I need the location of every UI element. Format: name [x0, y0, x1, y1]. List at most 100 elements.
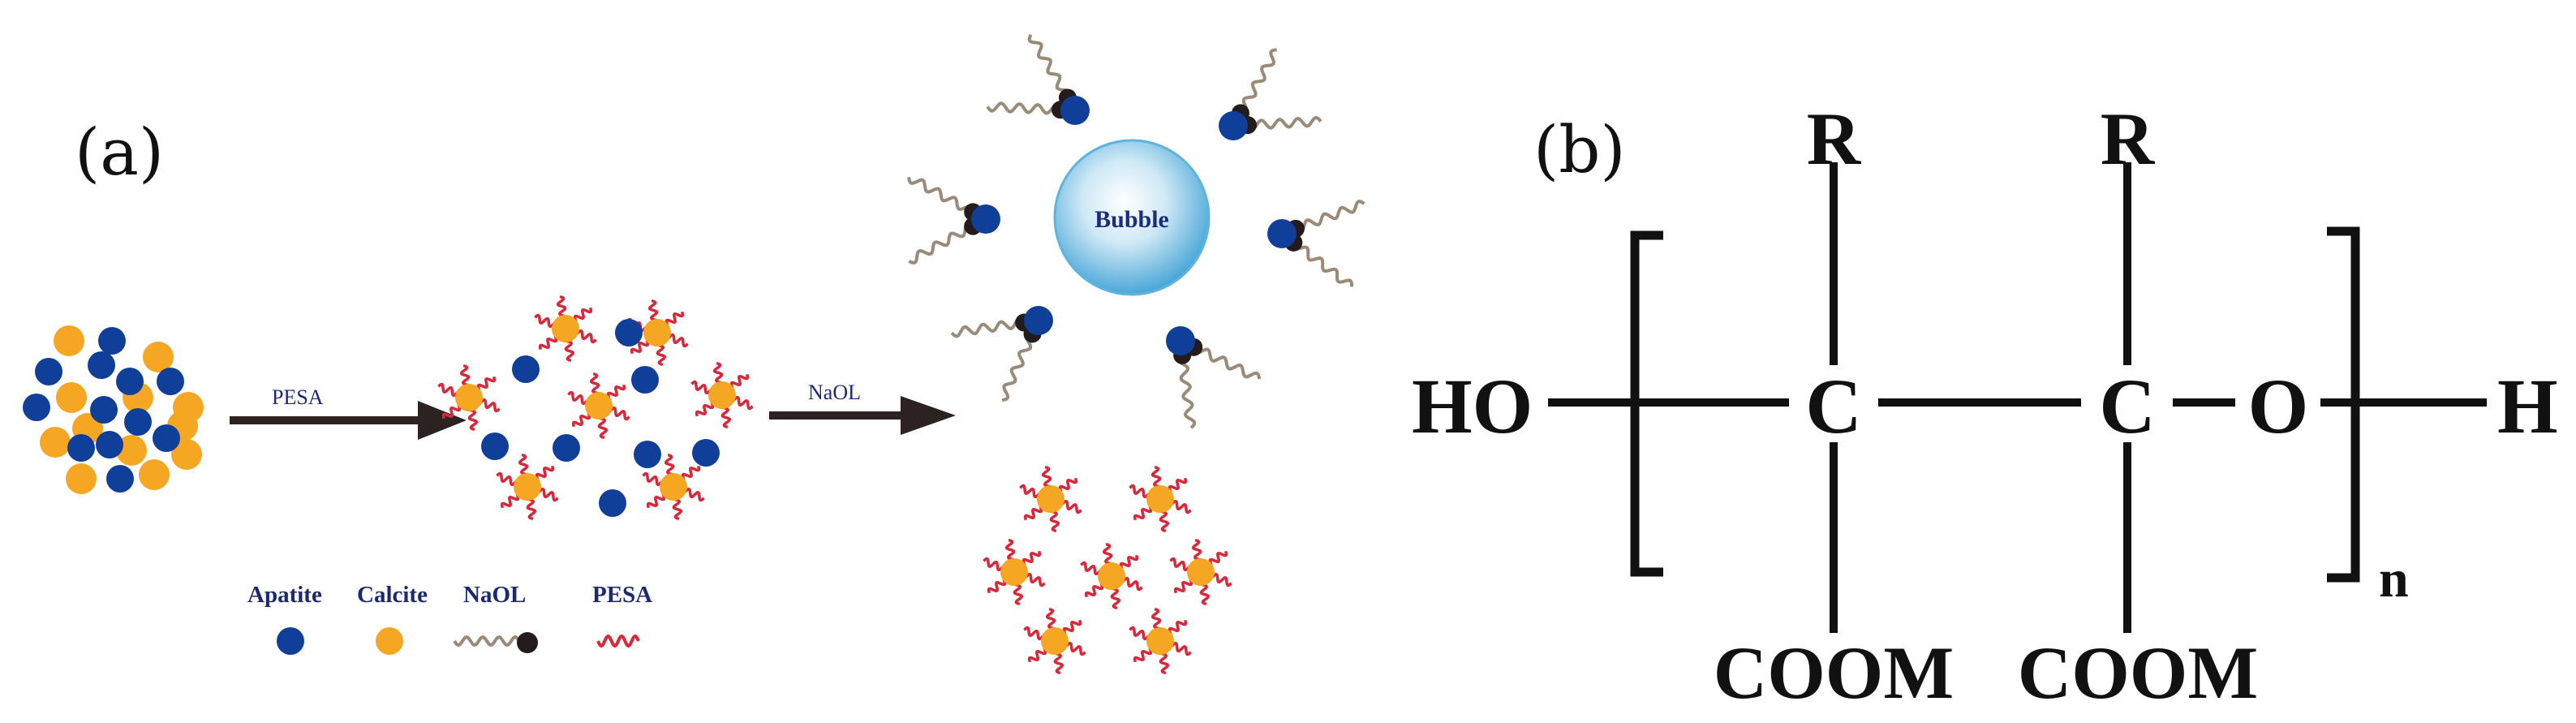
- bubble-label: Bubble: [1094, 206, 1169, 233]
- pesa-coated-calcite: [626, 299, 689, 367]
- legend-pesa-marker: [596, 634, 640, 648]
- pesa-coated-calcite: [1023, 607, 1086, 675]
- atom-c2: C: [2099, 363, 2155, 450]
- calcite-particle: [116, 435, 147, 466]
- calcite-particle: [1146, 485, 1174, 513]
- naol-molecule: [986, 101, 1070, 119]
- right-bracket: [2327, 226, 2360, 583]
- naol-molecule: [950, 313, 1034, 338]
- group-coom2: COOM: [2018, 631, 2258, 714]
- naol-tail: [1001, 332, 1033, 402]
- panel-a-label: (a): [75, 114, 164, 190]
- apatite-particle: [96, 431, 123, 458]
- apatite-particle: [971, 204, 1000, 234]
- pesa-coated-calcite: [1129, 607, 1192, 675]
- pesa-coated-calcite: [642, 453, 705, 521]
- structure-bonds: [1548, 162, 2487, 633]
- apatite-particle: [634, 441, 661, 468]
- pesa-chain: [596, 634, 640, 648]
- apatite-particle: [67, 434, 95, 462]
- apatite-particle: [90, 396, 118, 424]
- apatite-particle: [512, 355, 540, 383]
- calcite-particle: [54, 325, 84, 356]
- calcite-particle: [143, 342, 174, 372]
- calcite-particle: [552, 315, 579, 342]
- legend-apatite-label: Apatite: [247, 582, 322, 608]
- apatite-particle: [124, 408, 152, 436]
- mixed-mineral-cluster: [23, 325, 204, 494]
- naol-tail: [907, 177, 975, 213]
- arrow-pesa-label: PESA: [272, 385, 324, 409]
- legend-calcite-label: Calcite: [357, 582, 428, 608]
- atom-ho: HO: [1412, 363, 1533, 450]
- air-bubble: [1053, 139, 1211, 296]
- apatite-particle: [23, 394, 50, 421]
- calcite-particle: [660, 473, 687, 501]
- naol-tail: [1292, 242, 1353, 287]
- naol-molecule: [1231, 48, 1277, 123]
- atom-h: H: [2497, 363, 2558, 450]
- naol-tail: [1246, 115, 1322, 131]
- calcite-particle: [585, 392, 613, 420]
- legend: Apatite Calcite NaOL PESA: [247, 582, 652, 655]
- apatite-particle: [1267, 219, 1297, 248]
- apatite-particle: [1166, 326, 1195, 355]
- calcite-particle: [56, 382, 87, 413]
- pesa-coated-calcite: [983, 538, 1046, 606]
- apatite-with-collector: [950, 306, 1053, 402]
- apatite-with-collector: [1166, 326, 1262, 429]
- naol-molecule: [1001, 325, 1042, 402]
- apatite-particle: [1060, 96, 1090, 125]
- naol-molecule: [1238, 115, 1322, 135]
- apatite-particle: [88, 351, 115, 379]
- apatite-particle: [553, 434, 580, 462]
- naol-tail: [1176, 354, 1197, 429]
- naol-tail: [1294, 200, 1365, 233]
- pesa-coated-calcite: [567, 372, 630, 440]
- apatite-particle: [1024, 306, 1053, 335]
- atom-r2: R: [2101, 97, 2156, 180]
- group-coom1: COOM: [1714, 631, 1954, 714]
- apatite-particle: [1219, 111, 1248, 140]
- naol-tail: [1027, 34, 1071, 99]
- apatite-particle: [481, 433, 509, 460]
- arrow-naol: [769, 396, 956, 435]
- naol-tail: [908, 222, 974, 265]
- apatite-particle: [116, 368, 144, 395]
- apatite-particle: [35, 358, 62, 385]
- naol-molecule: [1173, 346, 1197, 429]
- naol-molecule: [1286, 200, 1365, 238]
- apatite-with-collector: [1219, 48, 1322, 140]
- calcite-particle: [40, 427, 71, 458]
- pesa-coated-calcite: [1169, 538, 1232, 606]
- pesa-coated-calcite: [534, 295, 597, 363]
- bubble-attachment: Bubble: [907, 34, 1365, 429]
- apatite-particle: [692, 439, 720, 467]
- depressed-calcite-pulp: [983, 465, 1232, 675]
- legend-naol-label: NaOL: [463, 582, 526, 608]
- calcite-particle: [1187, 558, 1215, 586]
- naol-molecule: [907, 177, 983, 222]
- naol-tail: [950, 317, 1026, 338]
- calcite-particle: [455, 384, 483, 411]
- repeat-subscript: n: [2379, 549, 2409, 609]
- naol-molecule: [908, 217, 983, 265]
- apatite-with-collector: [907, 177, 1000, 265]
- calcite-particle: [171, 439, 202, 470]
- calcite-particle: [643, 319, 671, 346]
- calcite-particle: [708, 381, 736, 409]
- naol-tail: [1240, 48, 1277, 115]
- apatite-particle: [631, 366, 659, 394]
- atom-c1: C: [1805, 363, 1861, 450]
- naol-molecule: [1284, 233, 1353, 287]
- naol-molecule: [1027, 34, 1077, 107]
- legend-naol-marker: [453, 632, 538, 653]
- legend-apatite-marker: [277, 627, 304, 655]
- left-bracket: [1630, 230, 1663, 577]
- pesa-coated-calcite: [496, 453, 559, 521]
- pesa-coated-calcite: [437, 364, 501, 432]
- dispersed-mineral-system: [437, 295, 754, 521]
- apatite-particle: [599, 489, 626, 517]
- atom-r1: R: [1807, 97, 1862, 180]
